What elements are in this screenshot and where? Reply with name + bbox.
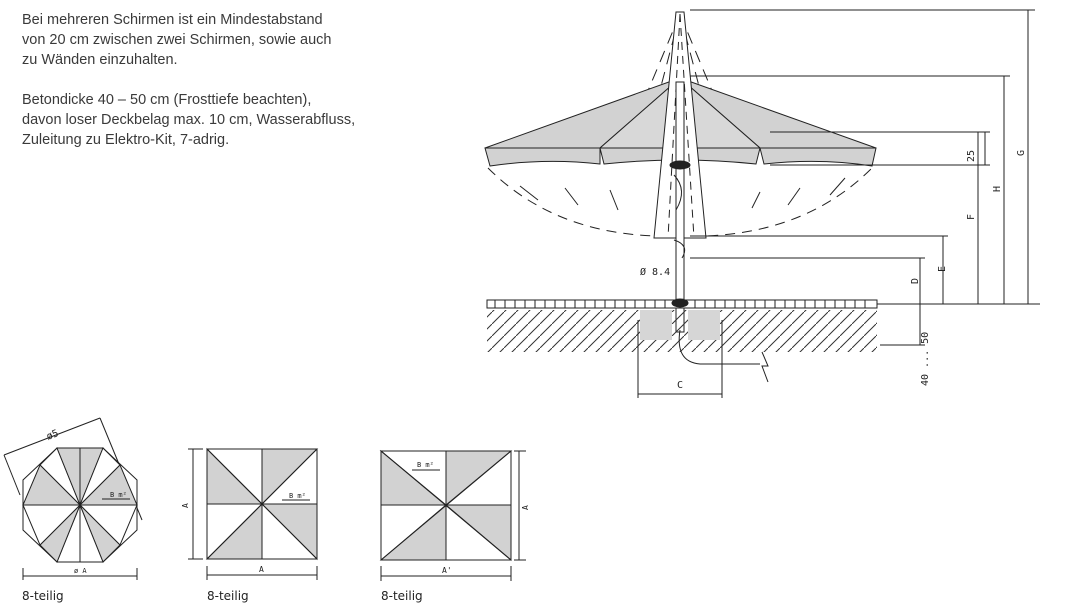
hub <box>669 160 691 170</box>
concrete-left <box>640 310 672 340</box>
dim-label-bottom-3: A' <box>442 566 452 575</box>
area-label-3: B m² <box>417 461 434 469</box>
power-cable <box>678 329 760 365</box>
canopy-valance-right <box>759 147 877 167</box>
note-line: von 20 cm zwischen zwei Schirmen, sowie … <box>22 32 332 48</box>
dim-label-25: 25 <box>966 150 977 162</box>
ground-socket <box>671 298 689 308</box>
paving-joints <box>494 300 866 308</box>
soil-hatch <box>487 310 877 352</box>
dim-label-diag: ø5 <box>45 428 60 443</box>
area-label-2: B m² <box>289 492 306 500</box>
lightning-icon <box>761 351 769 383</box>
crank <box>673 239 686 259</box>
plan-octagon: ø5 B m² ø A <box>3 417 143 580</box>
plan-caption-1: 8-teilig <box>22 589 64 603</box>
dim-label-c: C <box>677 380 683 391</box>
hinge <box>673 174 682 211</box>
canopy-valance-left <box>484 147 601 167</box>
dimension-lines <box>637 9 1035 398</box>
dim-label-right-3: A <box>521 505 530 510</box>
dim-label-f: F <box>966 214 977 220</box>
note-line: Betondicke 40 – 50 cm (Frosttiefe beacht… <box>22 92 312 108</box>
dim-label-e: E <box>937 266 948 272</box>
dim-label-depth: 40 ... 50 <box>920 332 931 386</box>
plan-square-b: B m² A A' <box>379 449 530 581</box>
plan-caption-2: 8-teilig <box>207 589 249 603</box>
plan-caption-3: 8-teilig <box>381 589 423 603</box>
side-view: G H F 25 E D 40 ... 50 Ø 8.4 C <box>484 9 1040 398</box>
concrete-right <box>688 310 720 340</box>
plan-square-a: B m² A A <box>181 447 319 580</box>
dim-label-pole: Ø 8.4 <box>640 266 670 278</box>
note-line: Bei mehreren Schirmen ist ein Mindestabs… <box>22 12 323 28</box>
dim-label-left-2: A <box>181 503 190 508</box>
dim-label-d: D <box>910 278 921 284</box>
dim-label-g: G <box>1016 150 1027 156</box>
note-line: zu Wänden einzuhalten. <box>22 52 178 68</box>
dim-label-bottom-1: ø A <box>74 567 87 575</box>
dim-label-h: H <box>992 186 1003 192</box>
area-label-1: B m² <box>110 491 127 499</box>
dim-label-bottom-2: A <box>259 565 264 574</box>
note-foundation: Betondicke 40 – 50 cm (Frosttiefe beacht… <box>22 90 355 150</box>
note-spacing: Bei mehreren Schirmen ist ein Mindestabs… <box>22 10 331 70</box>
note-line: davon loser Deckbelag max. 10 cm, Wasser… <box>22 112 356 128</box>
note-line: Zuleitung zu Elektro-Kit, 7-adrig. <box>22 132 230 148</box>
